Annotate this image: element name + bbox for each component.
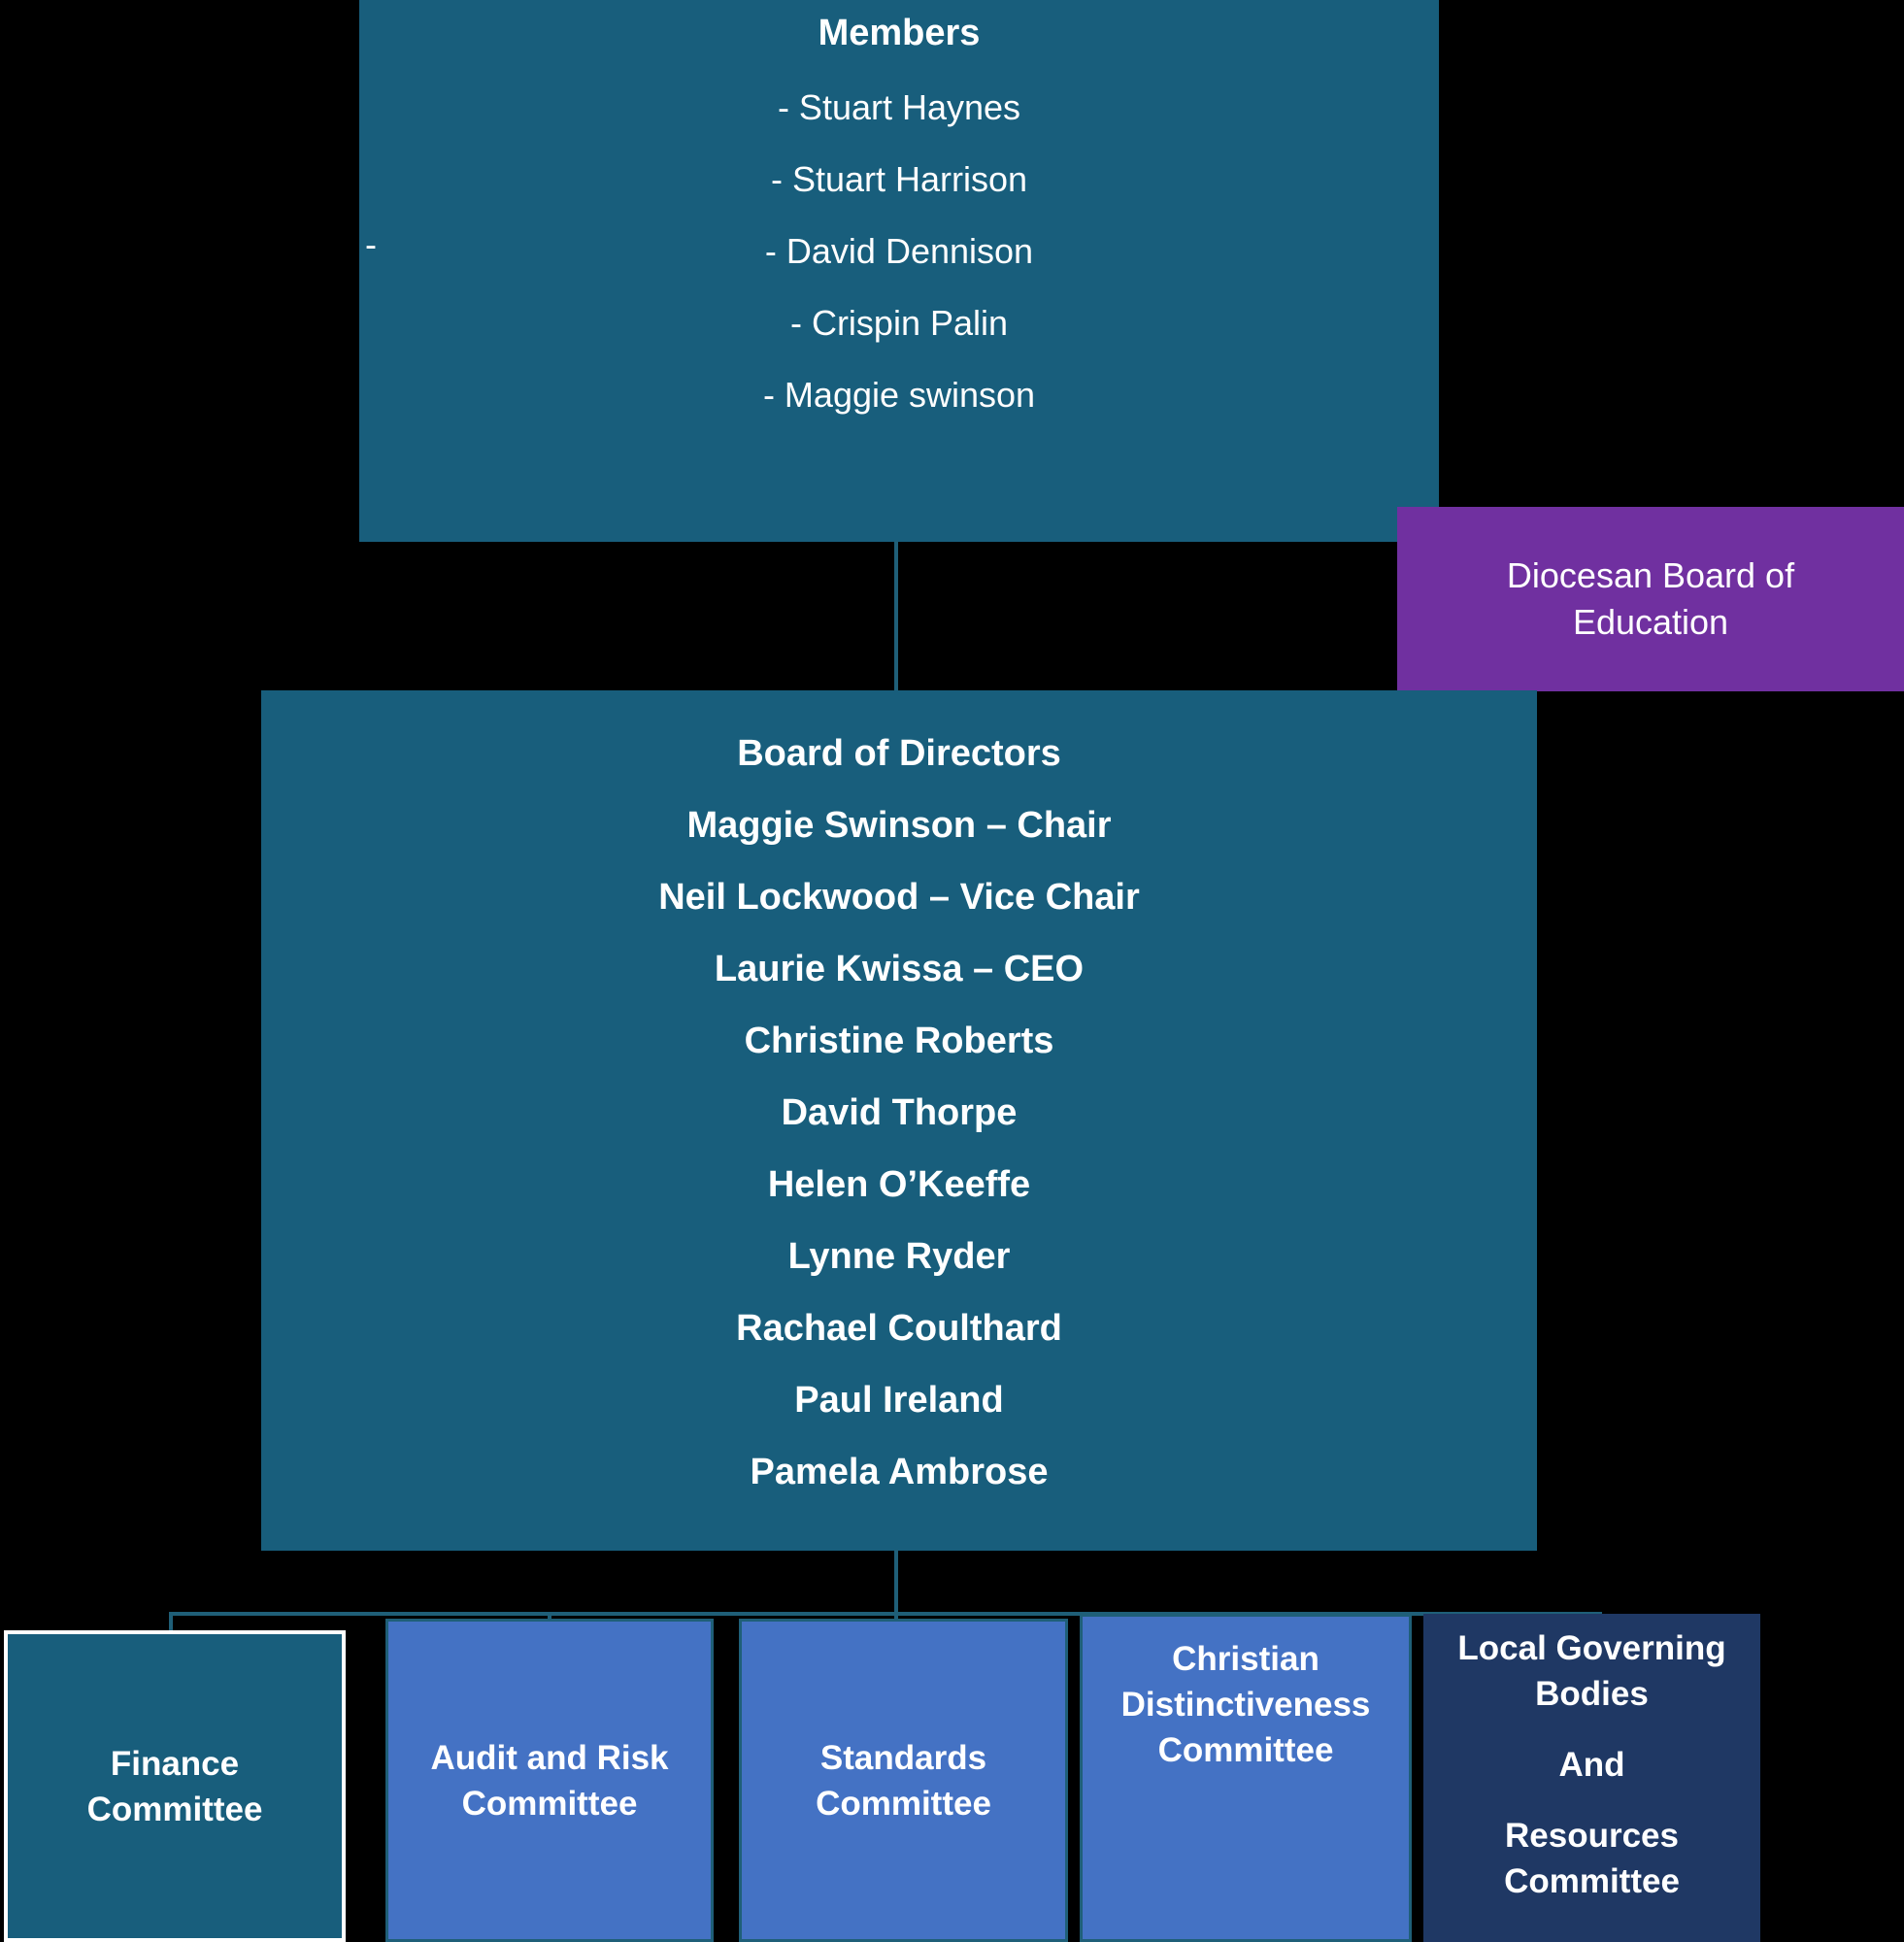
members-box: Members - Stuart Haynes - Stuart Harriso… (359, 0, 1439, 542)
board-member: David Thorpe (781, 1092, 1018, 1133)
local-governing-bodies-box: Local Governing Bodies And Resources Com… (1423, 1614, 1760, 1942)
connector-stub-audit (548, 1612, 551, 1624)
connector-members-to-board (894, 541, 898, 690)
board-member: Rachael Coulthard (736, 1308, 1062, 1349)
christian-distinctiveness-committee-label: Christian Distinctiveness Committee (1120, 1640, 1371, 1769)
board-member: Neil Lockwood – Vice Chair (658, 877, 1140, 918)
local-governing-line-3: Resources Committee (1504, 1817, 1680, 1900)
member-item: - David Dennison (764, 231, 1034, 271)
connector-horizontal (169, 1612, 1602, 1616)
connector-board-to-committees (894, 1550, 898, 1614)
member-item: - Stuart Harrison (770, 159, 1028, 199)
member-item: - Crispin Palin (789, 303, 1009, 343)
finance-committee-label: Finance Committee (86, 1744, 263, 1828)
board-member: Maggie Swinson – Chair (686, 805, 1112, 846)
audit-risk-committee-box: Audit and Risk Committee (385, 1619, 714, 1942)
diocesan-board-box: Diocesan Board of Education (1397, 507, 1904, 691)
finance-committee-box: Finance Committee (4, 1630, 346, 1942)
local-governing-line-1: Local Governing Bodies (1457, 1629, 1726, 1713)
board-member: Pamela Ambrose (750, 1452, 1049, 1492)
board-member: Helen O’Keeffe (767, 1164, 1031, 1205)
board-member: Lynne Ryder (787, 1236, 1011, 1277)
audit-risk-committee-label: Audit and Risk Committee (430, 1738, 669, 1823)
board-member: Paul Ireland (794, 1380, 1004, 1421)
connector-stub-finance (169, 1612, 173, 1635)
christian-distinctiveness-committee-box: Christian Distinctiveness Committee (1080, 1614, 1412, 1942)
diocesan-board-label: Diocesan Board of Education (1506, 555, 1795, 642)
board-member: Christine Roberts (744, 1021, 1054, 1061)
standards-committee-box: Standards Committee (739, 1619, 1068, 1942)
connector-stub-standards (894, 1612, 898, 1624)
standards-committee-label: Standards Committee (816, 1738, 991, 1823)
member-item: - Stuart Haynes (777, 87, 1021, 127)
members-list: - Stuart Haynes - Stuart Harrison - Davi… (359, 72, 1439, 431)
local-governing-line-2: And (1558, 1746, 1625, 1784)
board-of-directors-box: Board of Directors Maggie Swinson – Chai… (261, 690, 1537, 1551)
board-member: Laurie Kwissa – CEO (714, 949, 1085, 989)
members-title: Members (818, 13, 981, 53)
stray-dash: - (365, 224, 377, 264)
member-item: - Maggie swinson (762, 375, 1036, 415)
board-title: Board of Directors (737, 733, 1061, 774)
